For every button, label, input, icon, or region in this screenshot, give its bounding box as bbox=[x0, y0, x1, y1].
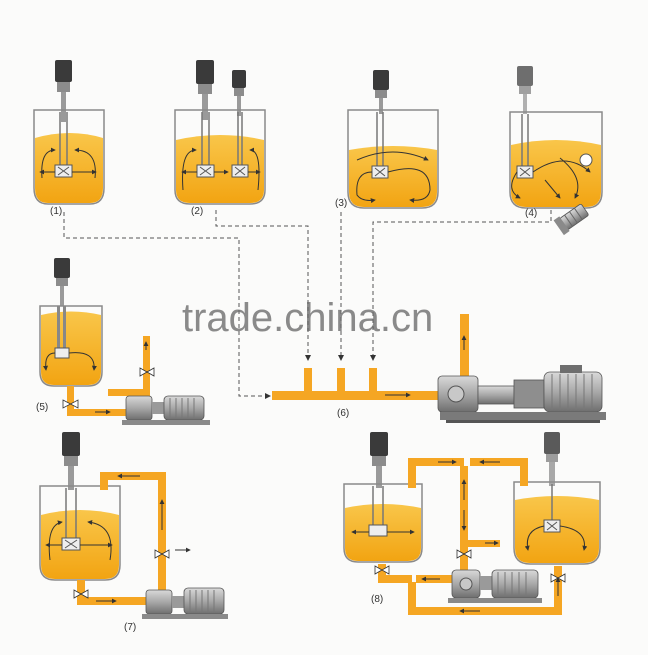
tank-outline bbox=[39, 305, 103, 387]
diagram-label-6: (6) bbox=[337, 408, 349, 419]
tank-outline bbox=[347, 109, 439, 209]
motor-icon bbox=[196, 60, 214, 84]
tank-outline bbox=[513, 481, 601, 565]
manifold-pipe bbox=[272, 391, 442, 400]
return-pipe-inlet bbox=[100, 472, 108, 490]
pump-motor-assembly bbox=[448, 569, 542, 603]
diagram-label-3: (3) bbox=[335, 198, 347, 209]
bottom-loop-pipe bbox=[408, 607, 562, 615]
tank-outline bbox=[343, 483, 423, 563]
valve-icon bbox=[154, 549, 170, 559]
liquid-fill bbox=[511, 140, 601, 207]
bottom-pump-icon bbox=[553, 203, 589, 236]
tank-outline bbox=[174, 109, 266, 205]
valve-icon bbox=[550, 573, 566, 583]
secondary-motor-icon bbox=[232, 70, 246, 88]
tank-outline bbox=[509, 111, 603, 209]
valve-icon bbox=[62, 399, 79, 409]
rotor-stator-head bbox=[54, 347, 70, 359]
liquid-fill bbox=[41, 311, 101, 385]
diagram-label-5: (5) bbox=[36, 402, 48, 413]
diagram-8-two-tank-system: (8) bbox=[343, 432, 601, 615]
valve-icon bbox=[139, 367, 155, 377]
motor-icon bbox=[373, 70, 389, 90]
liquid-fill bbox=[349, 146, 437, 207]
outlet-pipe bbox=[77, 580, 85, 604]
diagram-6-inline-mixer: (6) bbox=[272, 314, 606, 423]
motor-icon bbox=[62, 432, 80, 456]
diagram-1-batch-mixer: (1) bbox=[33, 60, 105, 217]
motor-icon bbox=[370, 432, 388, 456]
outlet-pipe bbox=[67, 386, 74, 416]
diagram-5-tank-with-pump: (5) bbox=[36, 258, 210, 425]
pump-motor-assembly bbox=[122, 395, 210, 425]
tank-outline bbox=[33, 109, 105, 205]
diagram-label-7: (7) bbox=[124, 622, 136, 633]
inlet-pipe-3 bbox=[369, 368, 377, 392]
inlet-pipe-1 bbox=[304, 368, 312, 392]
top-crossover-pipe bbox=[408, 458, 464, 466]
diagram-2-dual-mixer: (2) bbox=[174, 60, 266, 217]
diagram-7-recirculation: (7) bbox=[39, 432, 228, 633]
diagram-3-offset-mixer: (3) bbox=[335, 70, 439, 209]
return-pipe bbox=[143, 336, 150, 396]
dashed-flow-lines bbox=[63, 210, 552, 399]
motor-icon bbox=[517, 66, 533, 86]
diagram-4-bottom-mixer: (4) bbox=[509, 66, 603, 236]
inlet-pipe-2 bbox=[337, 368, 345, 392]
watermark: trade.china.cn bbox=[182, 296, 433, 340]
inline-homogenizer-icon bbox=[437, 365, 606, 423]
diagram-label-8: (8) bbox=[371, 594, 383, 605]
pump-motor-assembly bbox=[142, 587, 228, 619]
valve-icon bbox=[374, 565, 390, 575]
return-pipe-vertical bbox=[158, 472, 166, 592]
tank-outline bbox=[39, 485, 121, 581]
motor-icon bbox=[55, 60, 72, 82]
motor-icon bbox=[54, 258, 70, 278]
side-stirrer bbox=[579, 153, 593, 167]
valve-icon bbox=[73, 589, 89, 599]
diagram-label-1: (1) bbox=[50, 206, 62, 217]
diagram-label-2: (2) bbox=[191, 206, 203, 217]
rotor-stator-head bbox=[368, 524, 388, 537]
liquid-fill bbox=[176, 135, 264, 203]
valve-icon bbox=[456, 549, 472, 559]
diagram-label-4: (4) bbox=[525, 208, 537, 219]
motor-icon bbox=[544, 432, 560, 454]
